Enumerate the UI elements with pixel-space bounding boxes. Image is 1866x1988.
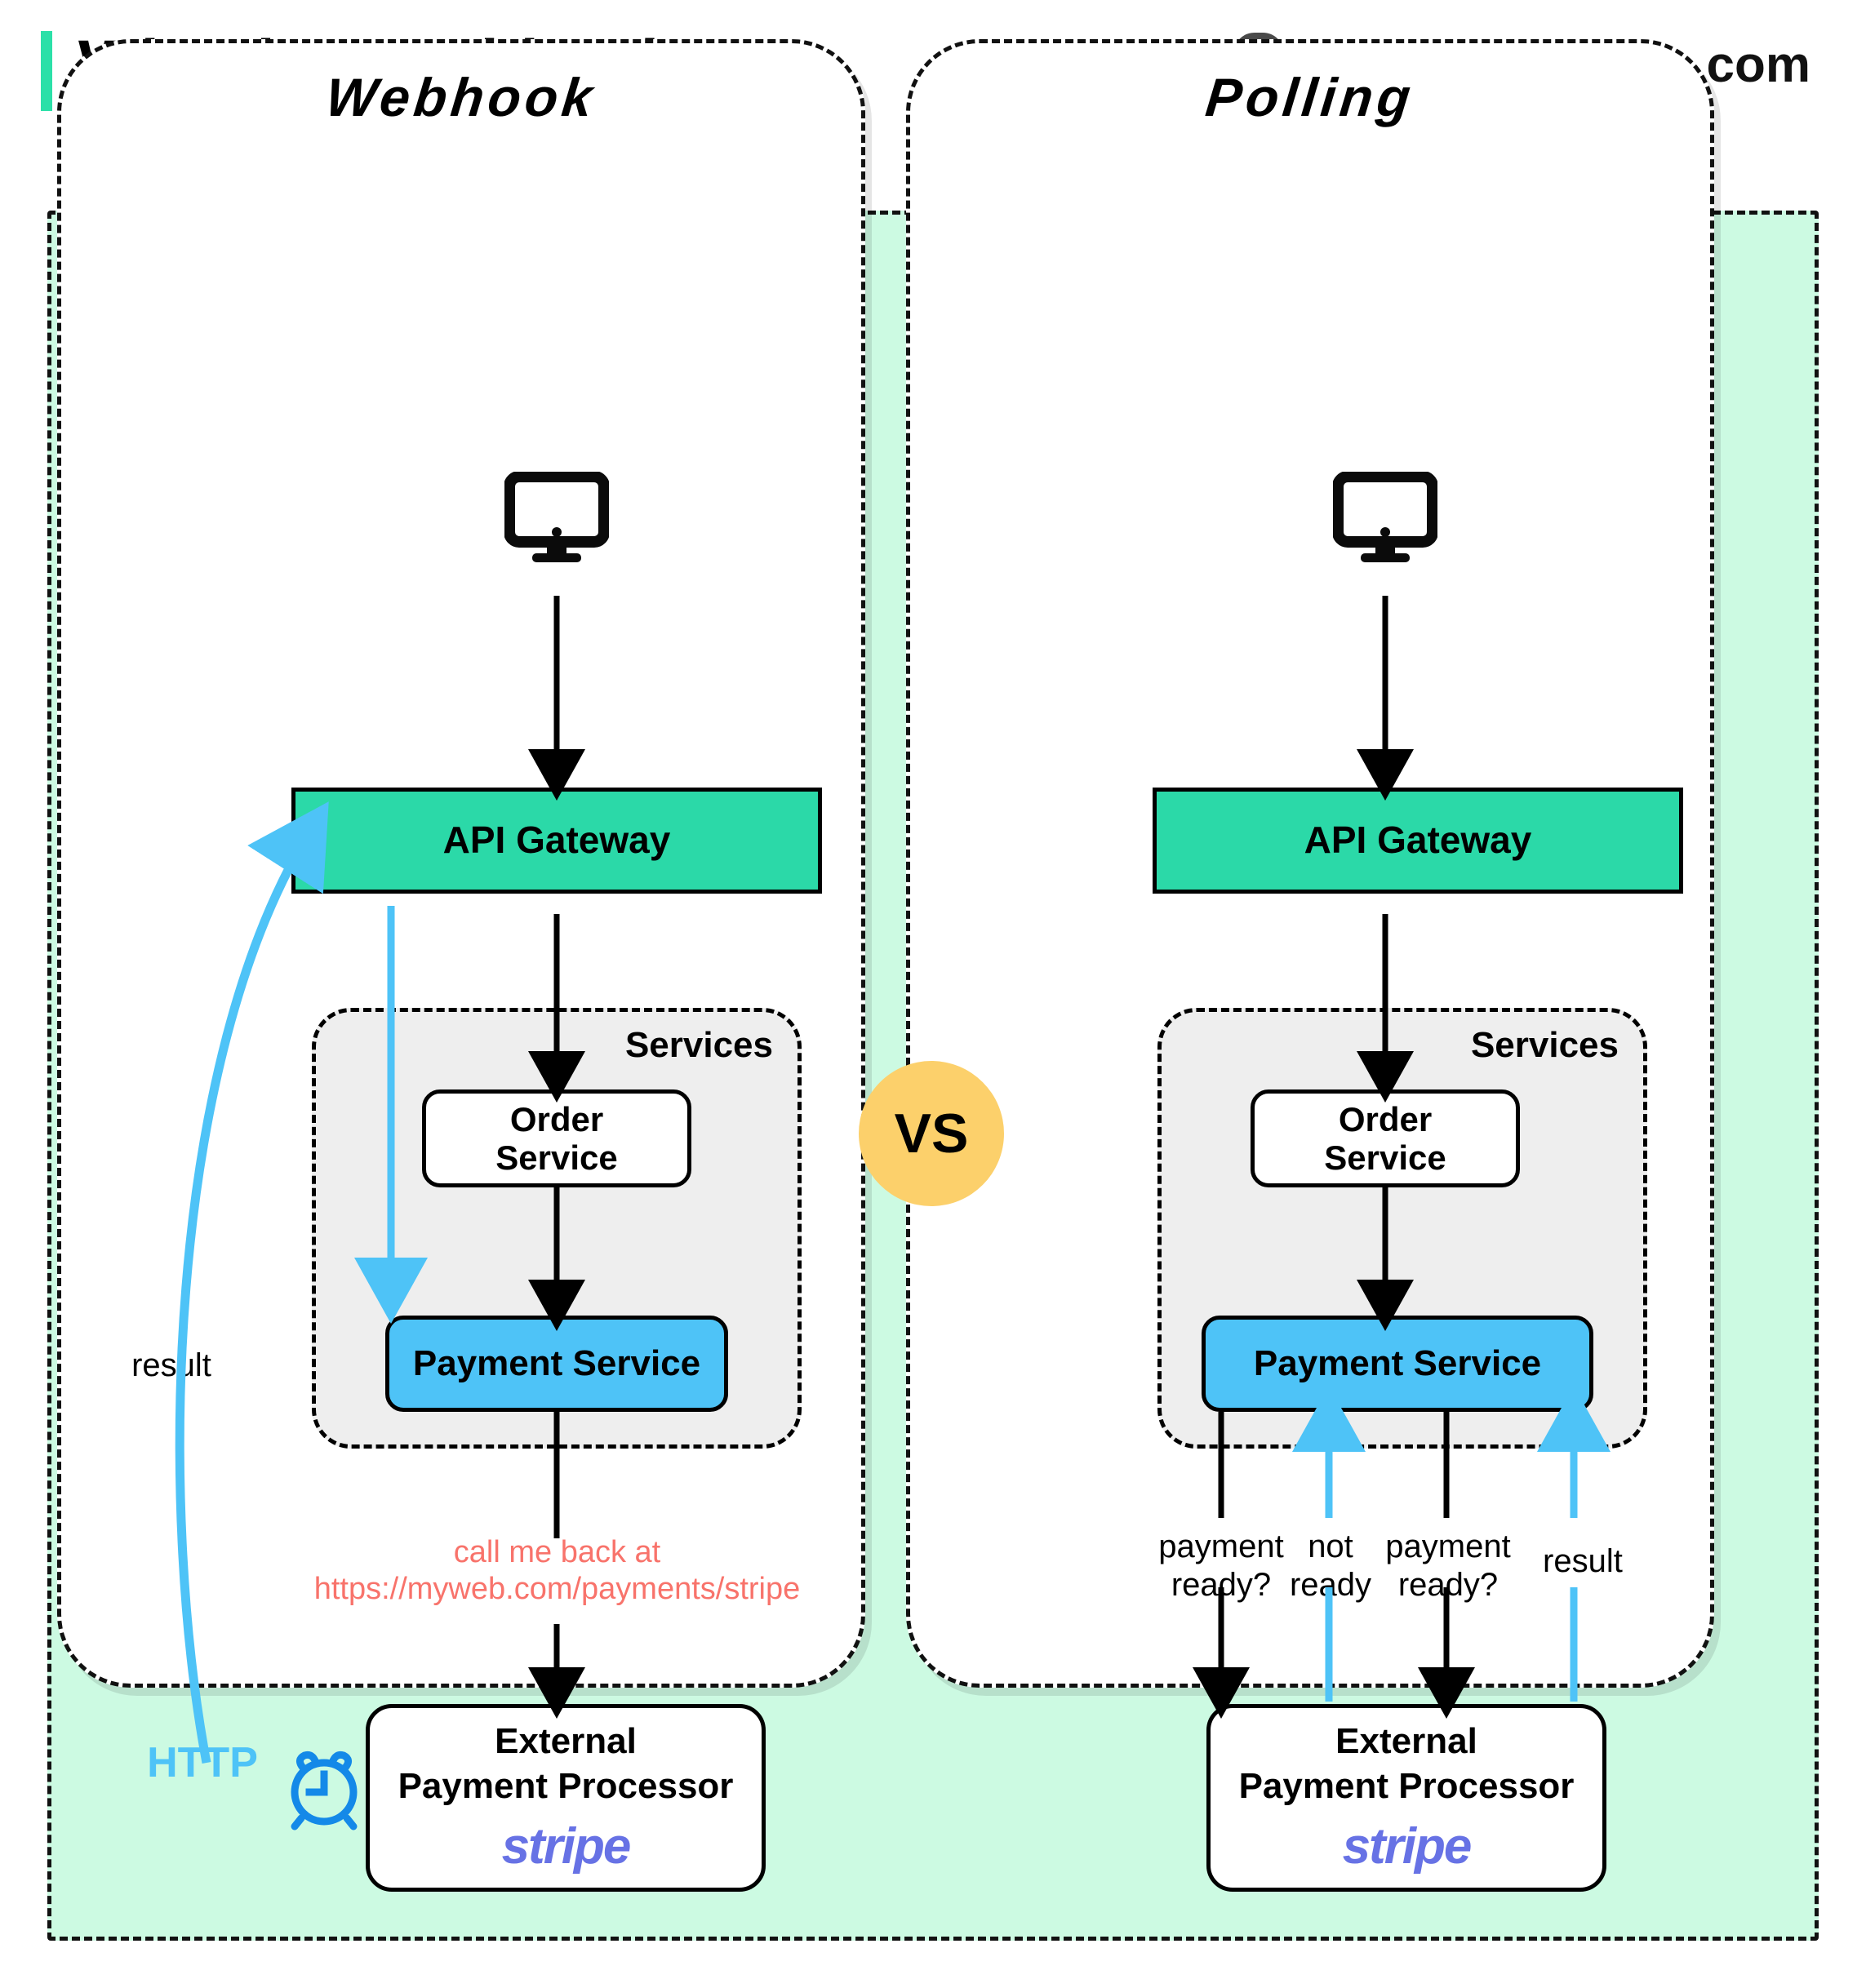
services-label-webhook: Services [624,1025,773,1065]
callback-line2: https://myweb.com/payments/stripe [313,1571,801,1606]
stripe-logo: stripe [1342,1817,1473,1875]
order-service-box-webhook: Order Service [422,1089,691,1187]
order-service-line1: Order [509,1099,604,1138]
poll2-line2: ready? [1397,1567,1499,1604]
title-accent-bar [41,31,52,111]
payment-service-box-webhook: Payment Service [385,1316,728,1412]
callback-annotation: call me back at https://myweb.com/paymen… [269,1534,845,1608]
order-service-box-polling: Order Service [1251,1089,1520,1187]
panel-title-polling: Polling [1202,67,1418,127]
poll1-line1: payment [1158,1529,1284,1564]
services-label-polling: Services [1470,1025,1619,1065]
external-payment-processor-box-polling: External Payment Processor stripe [1206,1704,1606,1892]
payment-service-box-polling: Payment Service [1202,1316,1593,1412]
processor-line1: External [1335,1721,1477,1762]
external-payment-processor-box-webhook: External Payment Processor stripe [366,1704,766,1892]
processor-line2: Payment Processor [1238,1766,1575,1807]
callback-line1: call me back at [453,1535,661,1569]
api-gateway-box-webhook: API Gateway [291,788,822,894]
order-service-line2: Service [495,1138,618,1177]
result-label-polling: result [1543,1543,1623,1579]
order-service-line1: Order [1338,1099,1433,1138]
desktop-monitor-icon [1332,471,1438,563]
api-gateway-box-polling: API Gateway [1153,788,1683,894]
poll-question-2-label: payment ready? [1370,1528,1526,1604]
vs-badge: VS [859,1061,1004,1206]
resp1-line1: not [1308,1529,1353,1564]
desktop-monitor-icon [504,471,610,563]
processor-line2: Payment Processor [398,1766,734,1807]
poll2-line1: payment [1385,1529,1511,1564]
processor-line1: External [495,1721,637,1762]
stripe-logo: stripe [501,1817,632,1875]
order-service-line2: Service [1324,1138,1446,1177]
result-label-webhook: result [131,1347,211,1383]
http-label: HTTP [147,1739,258,1786]
panel-title-webhook: Webhook [322,67,600,127]
alarm-clock-icon [282,1746,367,1831]
